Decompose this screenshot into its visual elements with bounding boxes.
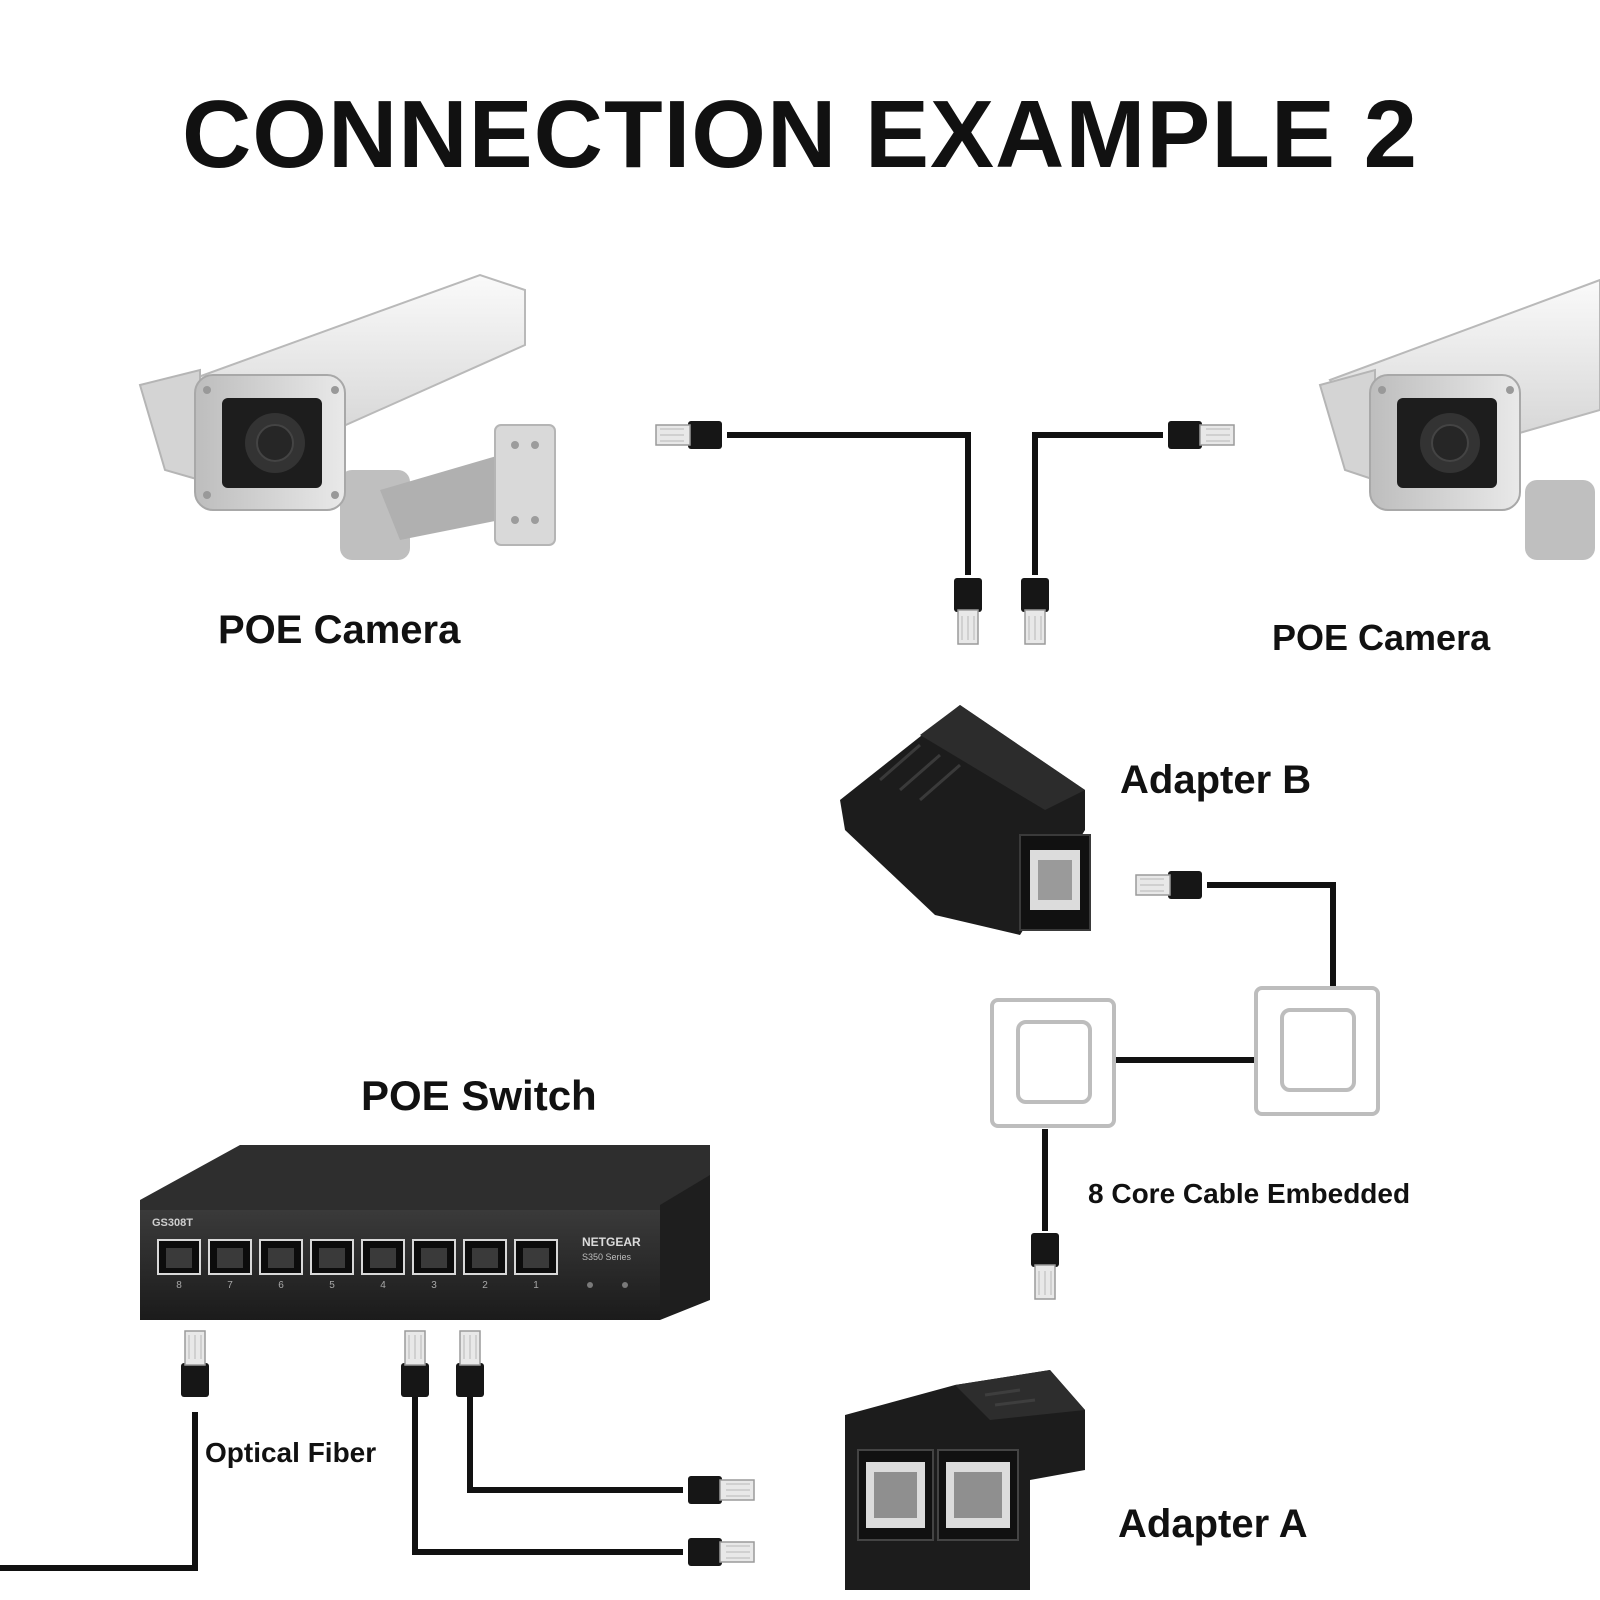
- poe-camera-left: [138, 273, 556, 560]
- plug-adapter-b-left: [953, 577, 983, 645]
- plug-adapter-a-2: [687, 1537, 755, 1567]
- switch-port-jack: [370, 1248, 396, 1268]
- cable-adapter-b-to-wallplate: [1207, 882, 1336, 988]
- cables: [0, 432, 1336, 1571]
- switch-port-number: 5: [329, 1280, 335, 1291]
- cable-switch-to-adapter-a-1: [467, 1397, 683, 1493]
- label-adapter-a: Adapter A: [1118, 1502, 1308, 1546]
- switch-port-number: 1: [533, 1280, 539, 1291]
- switch-port-number: 8: [176, 1280, 182, 1291]
- switch-port-jack: [217, 1248, 243, 1268]
- switch-ports: 8 7 6 5 4 3 2 1: [157, 1239, 558, 1291]
- page-title: CONNECTION EXAMPLE 2: [181, 81, 1419, 188]
- switch-series: S350 Series: [582, 1252, 632, 1262]
- switch-port-number: 3: [431, 1280, 437, 1291]
- wall-plate-right: [1254, 986, 1380, 1116]
- plug-switch-fiber: [180, 1330, 210, 1398]
- label-camera-right: POE Camera: [1272, 617, 1491, 658]
- label-adapter-b: Adapter B: [1120, 758, 1312, 802]
- switch-port-number: 4: [380, 1280, 386, 1291]
- switch-port-jack: [472, 1248, 498, 1268]
- plug-switch-port-2: [455, 1330, 485, 1398]
- wall-plate-left: [990, 998, 1116, 1128]
- switch-port-jack: [268, 1248, 294, 1268]
- plug-adapter-b-right: [1020, 577, 1050, 645]
- label-optical-fiber: Optical Fiber: [205, 1437, 377, 1468]
- switch-port-jack: [166, 1248, 192, 1268]
- label-poe-switch: POE Switch: [361, 1072, 597, 1119]
- plug-right-camera: [1167, 420, 1235, 450]
- plug-adapter-a-1: [687, 1475, 755, 1505]
- label-cable: 8 Core Cable Embedded: [1088, 1178, 1411, 1209]
- plug-adapter-b-output: [1135, 870, 1203, 900]
- switch-port-jack: [523, 1248, 549, 1268]
- plug-wall-to-adapter-a: [1030, 1232, 1060, 1300]
- cable-right-camera: [1032, 432, 1163, 575]
- label-camera-left: POE Camera: [218, 608, 461, 652]
- switch-port-jack: [319, 1248, 345, 1268]
- adapter-b: [840, 705, 1091, 935]
- plug-switch-port-1: [400, 1330, 430, 1398]
- cable-optical-fiber: [0, 1412, 198, 1571]
- plug-left-camera: [655, 420, 723, 450]
- switch-port-number: 7: [227, 1280, 233, 1291]
- poe-switch: 8 7 6 5 4 3 2 1 GS308T NETGEAR S350 Series: [140, 1145, 710, 1320]
- switch-brand: NETGEAR: [582, 1235, 641, 1249]
- cable-switch-to-adapter-a-2: [412, 1397, 683, 1555]
- switch-model: GS308T: [152, 1217, 193, 1229]
- switch-port-number: 2: [482, 1280, 488, 1291]
- poe-camera-right: [1318, 278, 1600, 560]
- switch-port-jack: [421, 1248, 447, 1268]
- switch-port-number: 6: [278, 1280, 284, 1291]
- adapter-a: [845, 1370, 1085, 1590]
- cable-left-camera: [727, 432, 971, 575]
